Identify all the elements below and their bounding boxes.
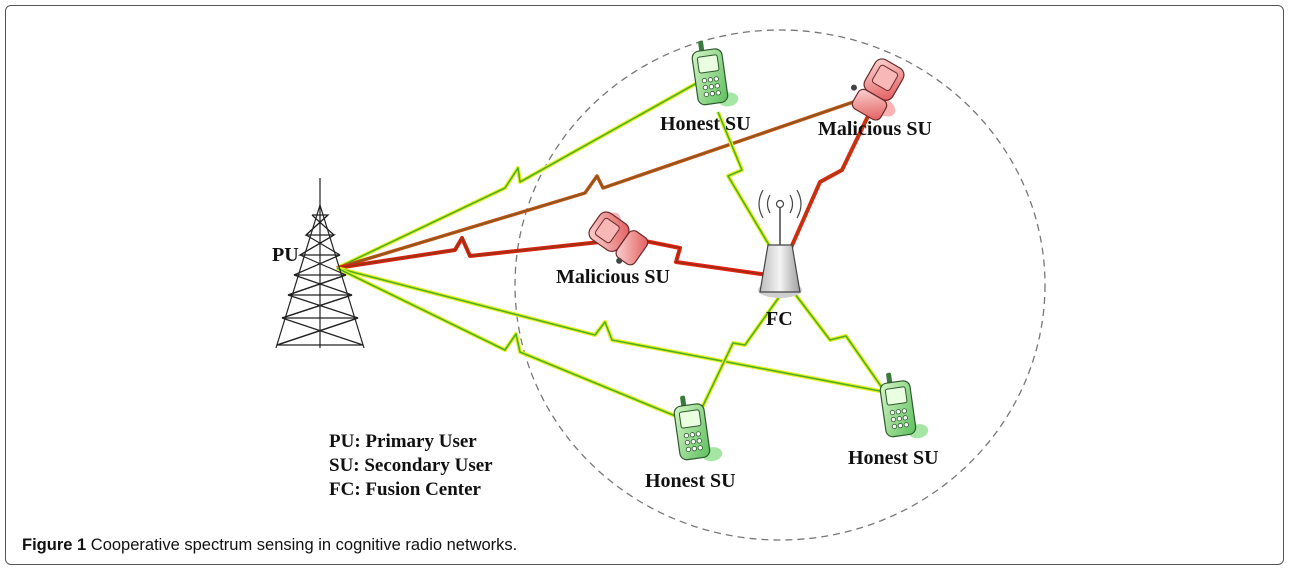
caption-text: Cooperative spectrum sensing in cognitiv… (90, 536, 518, 554)
pu-label: PU (272, 244, 299, 266)
malicious-su-label: Malicious SU (556, 266, 670, 288)
legend: PU: Primary User SU: Secondary User FC: … (329, 431, 493, 500)
coverage-circle (514, 29, 1046, 541)
honest-su-phone-icon (879, 372, 929, 439)
honest-su-label: Honest SU (645, 470, 736, 492)
legend-item: SU: Secondary User (329, 455, 493, 476)
fc-links (639, 111, 887, 413)
legend-item: PU: Primary User (329, 431, 477, 452)
fc-label: FC (766, 308, 793, 330)
honest-su-label: Honest SU (660, 113, 751, 135)
honest-su-phone-icon (691, 40, 739, 107)
figure-caption: Figure 1 Cooperative spectrum sensing in… (22, 536, 517, 555)
fusion-center-icon (758, 189, 802, 298)
figure-frame (5, 5, 1284, 565)
legend-item: FC: Fusion Center (329, 479, 482, 500)
tower-icon (275, 178, 365, 349)
pu-links (336, 81, 886, 424)
figure-number: Figure 1 (22, 536, 87, 554)
malicious-su-phone-icon (850, 58, 905, 121)
honest-su-label: Honest SU (848, 447, 939, 469)
malicious-su-label: Malicious SU (818, 118, 932, 140)
honest-su-phone-icon (673, 395, 723, 462)
malicious-su-phone-icon (588, 211, 649, 266)
